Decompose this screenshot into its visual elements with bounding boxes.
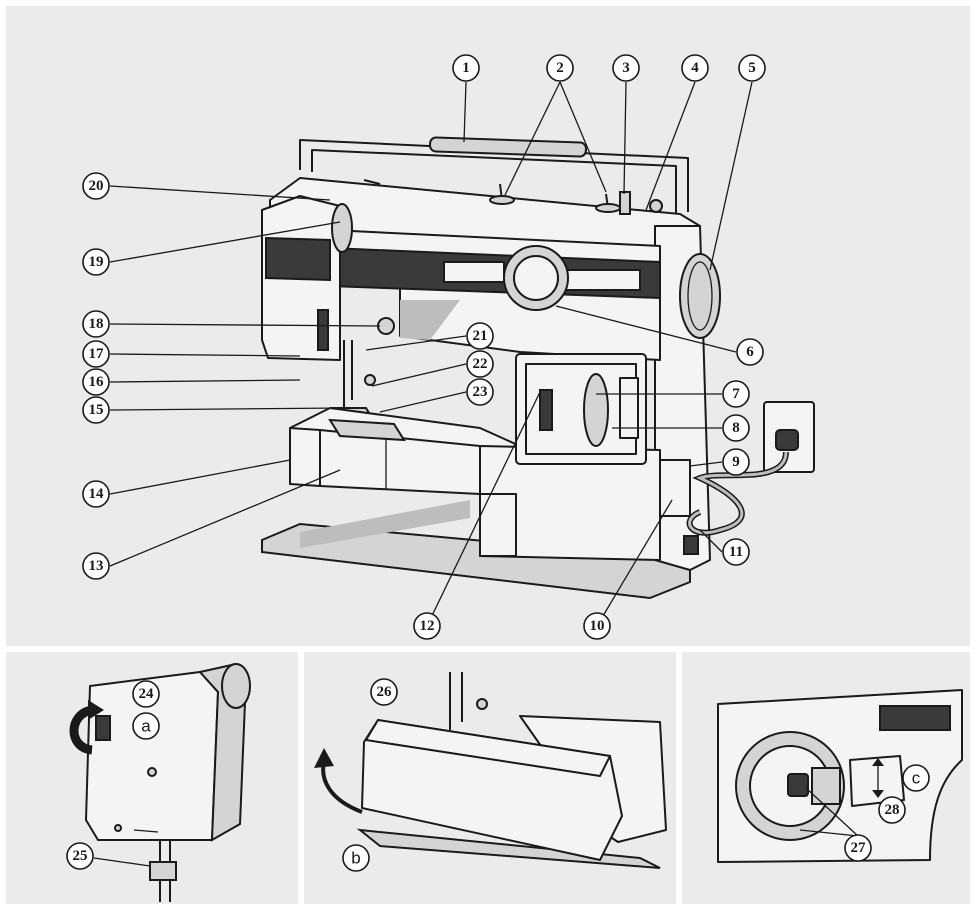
tension-dial xyxy=(331,203,353,253)
callout-label: 10 xyxy=(590,618,605,634)
feed-dog-lever xyxy=(849,755,905,807)
callout-28: 28 xyxy=(878,796,906,824)
handle-grip xyxy=(429,136,587,158)
callout-9: 9 xyxy=(722,448,750,476)
callout-22: 22 xyxy=(466,350,494,378)
needle-plate xyxy=(328,418,406,442)
callout-label: 21 xyxy=(473,328,488,344)
callout-label: 17 xyxy=(89,346,105,362)
callout-label: 5 xyxy=(748,60,756,76)
callout-label: 27 xyxy=(851,840,867,856)
callout-label: 4 xyxy=(691,60,699,76)
extension-table xyxy=(289,427,321,487)
callout-14: 14 xyxy=(82,480,110,508)
stitch-width-lever xyxy=(539,389,553,431)
callout-7: 7 xyxy=(722,380,750,408)
base-board xyxy=(261,522,691,600)
callout-label: 16 xyxy=(89,374,105,390)
bobbin-winder xyxy=(619,191,631,215)
callout-label: 26 xyxy=(377,684,393,700)
callout-label: 9 xyxy=(732,454,740,470)
callout-label: b xyxy=(351,849,360,868)
callout-a: a xyxy=(132,712,160,740)
callout-11: 11 xyxy=(722,538,750,566)
callout-label: 13 xyxy=(89,558,104,574)
callout-label: 14 xyxy=(89,486,105,502)
callout-label: 12 xyxy=(420,618,435,634)
sewing-machine-illustration xyxy=(261,136,815,600)
callout-label: 15 xyxy=(89,402,104,418)
callout-25: 25 xyxy=(66,842,94,870)
callout-18: 18 xyxy=(82,310,110,338)
callout-5: 5 xyxy=(738,54,766,82)
stitch-length-knob xyxy=(377,317,395,335)
callout-8: 8 xyxy=(722,414,750,442)
callout-24: 24 xyxy=(132,680,160,708)
callout-label: 28 xyxy=(885,802,900,818)
detail-extension-table xyxy=(314,672,667,869)
callout-label: 7 xyxy=(732,386,740,402)
callout-2: 2 xyxy=(546,54,574,82)
callout-label: 25 xyxy=(73,848,88,864)
callout-4: 4 xyxy=(681,54,709,82)
callout-label: 1 xyxy=(462,60,470,76)
callout-23: 23 xyxy=(466,378,494,406)
callout-label: c xyxy=(912,769,921,788)
leader-lines xyxy=(109,81,753,627)
stitch-length-dial xyxy=(583,373,609,447)
callout-label: 23 xyxy=(473,384,488,400)
callout-label: 24 xyxy=(139,686,155,702)
callout-label: 22 xyxy=(473,356,488,372)
callout-19: 19 xyxy=(82,248,110,276)
callout-27: 27 xyxy=(844,834,872,862)
callout-3: 3 xyxy=(612,54,640,82)
callout-26: 26 xyxy=(370,678,398,706)
callout-15: 15 xyxy=(82,396,110,424)
callout-label: 2 xyxy=(556,60,564,76)
callout-label: 8 xyxy=(732,420,740,436)
callout-label: 3 xyxy=(622,60,630,76)
callout-label: 11 xyxy=(729,544,743,560)
callout-label: 18 xyxy=(89,316,104,332)
remove-arrow xyxy=(69,705,94,755)
callout-c: c xyxy=(902,764,930,792)
callout-6: 6 xyxy=(736,338,764,366)
callout-label: 19 xyxy=(89,254,104,270)
callout-label: 20 xyxy=(89,178,104,194)
callout-label: 6 xyxy=(746,344,754,360)
callout-13: 13 xyxy=(82,552,110,580)
callout-b: b xyxy=(342,844,370,872)
needle-clamp-screw xyxy=(364,374,376,386)
callout-12: 12 xyxy=(413,612,441,640)
callout-21: 21 xyxy=(466,322,494,350)
callout-label: a xyxy=(141,717,151,736)
callout-20: 20 xyxy=(82,172,110,200)
callout-1: 1 xyxy=(452,54,480,82)
callout-17: 17 xyxy=(82,340,110,368)
bobbin-door xyxy=(659,459,691,517)
foot-controller-plug xyxy=(683,535,699,555)
callout-16: 16 xyxy=(82,368,110,396)
callout-10: 10 xyxy=(583,612,611,640)
hand-wheel xyxy=(679,253,721,339)
detail-head-side xyxy=(69,662,251,902)
